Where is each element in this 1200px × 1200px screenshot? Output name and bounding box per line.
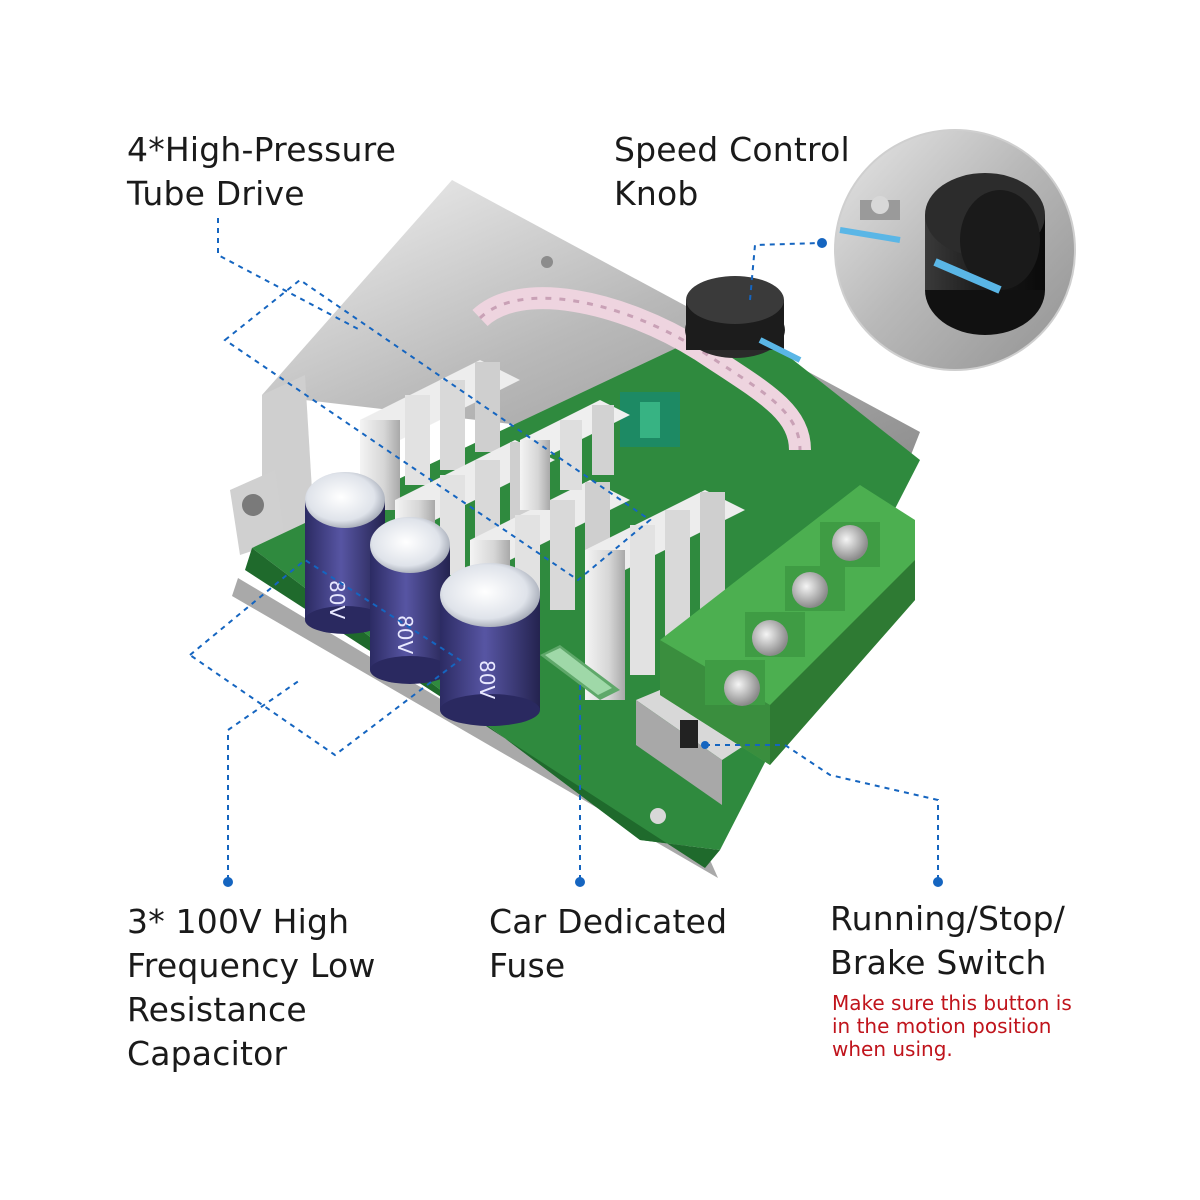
knob-zoom-inset (834, 129, 1076, 371)
label-line: Capacitor (127, 1034, 288, 1073)
leader-dots (223, 238, 943, 887)
label-line: Brake Switch (830, 943, 1047, 982)
capacitor-marking: 80V (325, 580, 349, 619)
label-line: 4*High-Pressure (127, 130, 397, 169)
label-switch: Running/Stop/ Brake Switch (830, 897, 1065, 985)
label-line: Frequency Low (127, 946, 376, 985)
capacitor-3: 80V (440, 563, 540, 726)
label-line: Speed Control (614, 130, 850, 169)
label-line: Fuse (489, 946, 566, 985)
label-fuse: Car Dedicated Fuse (489, 900, 727, 988)
capacitor-marking: 80V (475, 660, 499, 699)
label-speed-knob: Speed Control Knob (614, 128, 850, 216)
label-line: 3* 100V High (127, 902, 350, 941)
tube-highlight-box (223, 278, 652, 582)
fuse (540, 645, 620, 700)
label-line: Tube Drive (127, 174, 305, 213)
trim-potentiometer (620, 392, 680, 447)
label-line: Running/Stop/ (830, 899, 1066, 938)
note-line: Make sure this button is (832, 991, 1072, 1015)
label-capacitor: 3* 100V High Frequency Low Resistance Ca… (127, 900, 376, 1076)
capacitor-highlight-box (188, 558, 462, 757)
label-line: Car Dedicated (489, 902, 728, 941)
label-line: Resistance (127, 990, 307, 1029)
capacitor-2: 80V (370, 517, 450, 684)
switch-warning-note: Make sure this button is in the motion p… (832, 992, 1072, 1061)
brake-switch (636, 690, 745, 805)
leader-lines (188, 218, 939, 880)
terminal-block (660, 485, 915, 765)
note-line: when using. (832, 1037, 953, 1061)
capacitors: 80V 80V 80V (305, 472, 540, 726)
label-line: Knob (614, 174, 699, 213)
label-tube-drive: 4*High-Pressure Tube Drive (127, 128, 396, 216)
switch-leader-line (705, 744, 939, 880)
speed-knob (685, 276, 802, 363)
capacitor-marking: 80V (393, 615, 417, 654)
capacitor-leader-line (227, 679, 301, 880)
tube-leader-line (217, 218, 361, 331)
note-line: in the motion position (832, 1014, 1052, 1038)
